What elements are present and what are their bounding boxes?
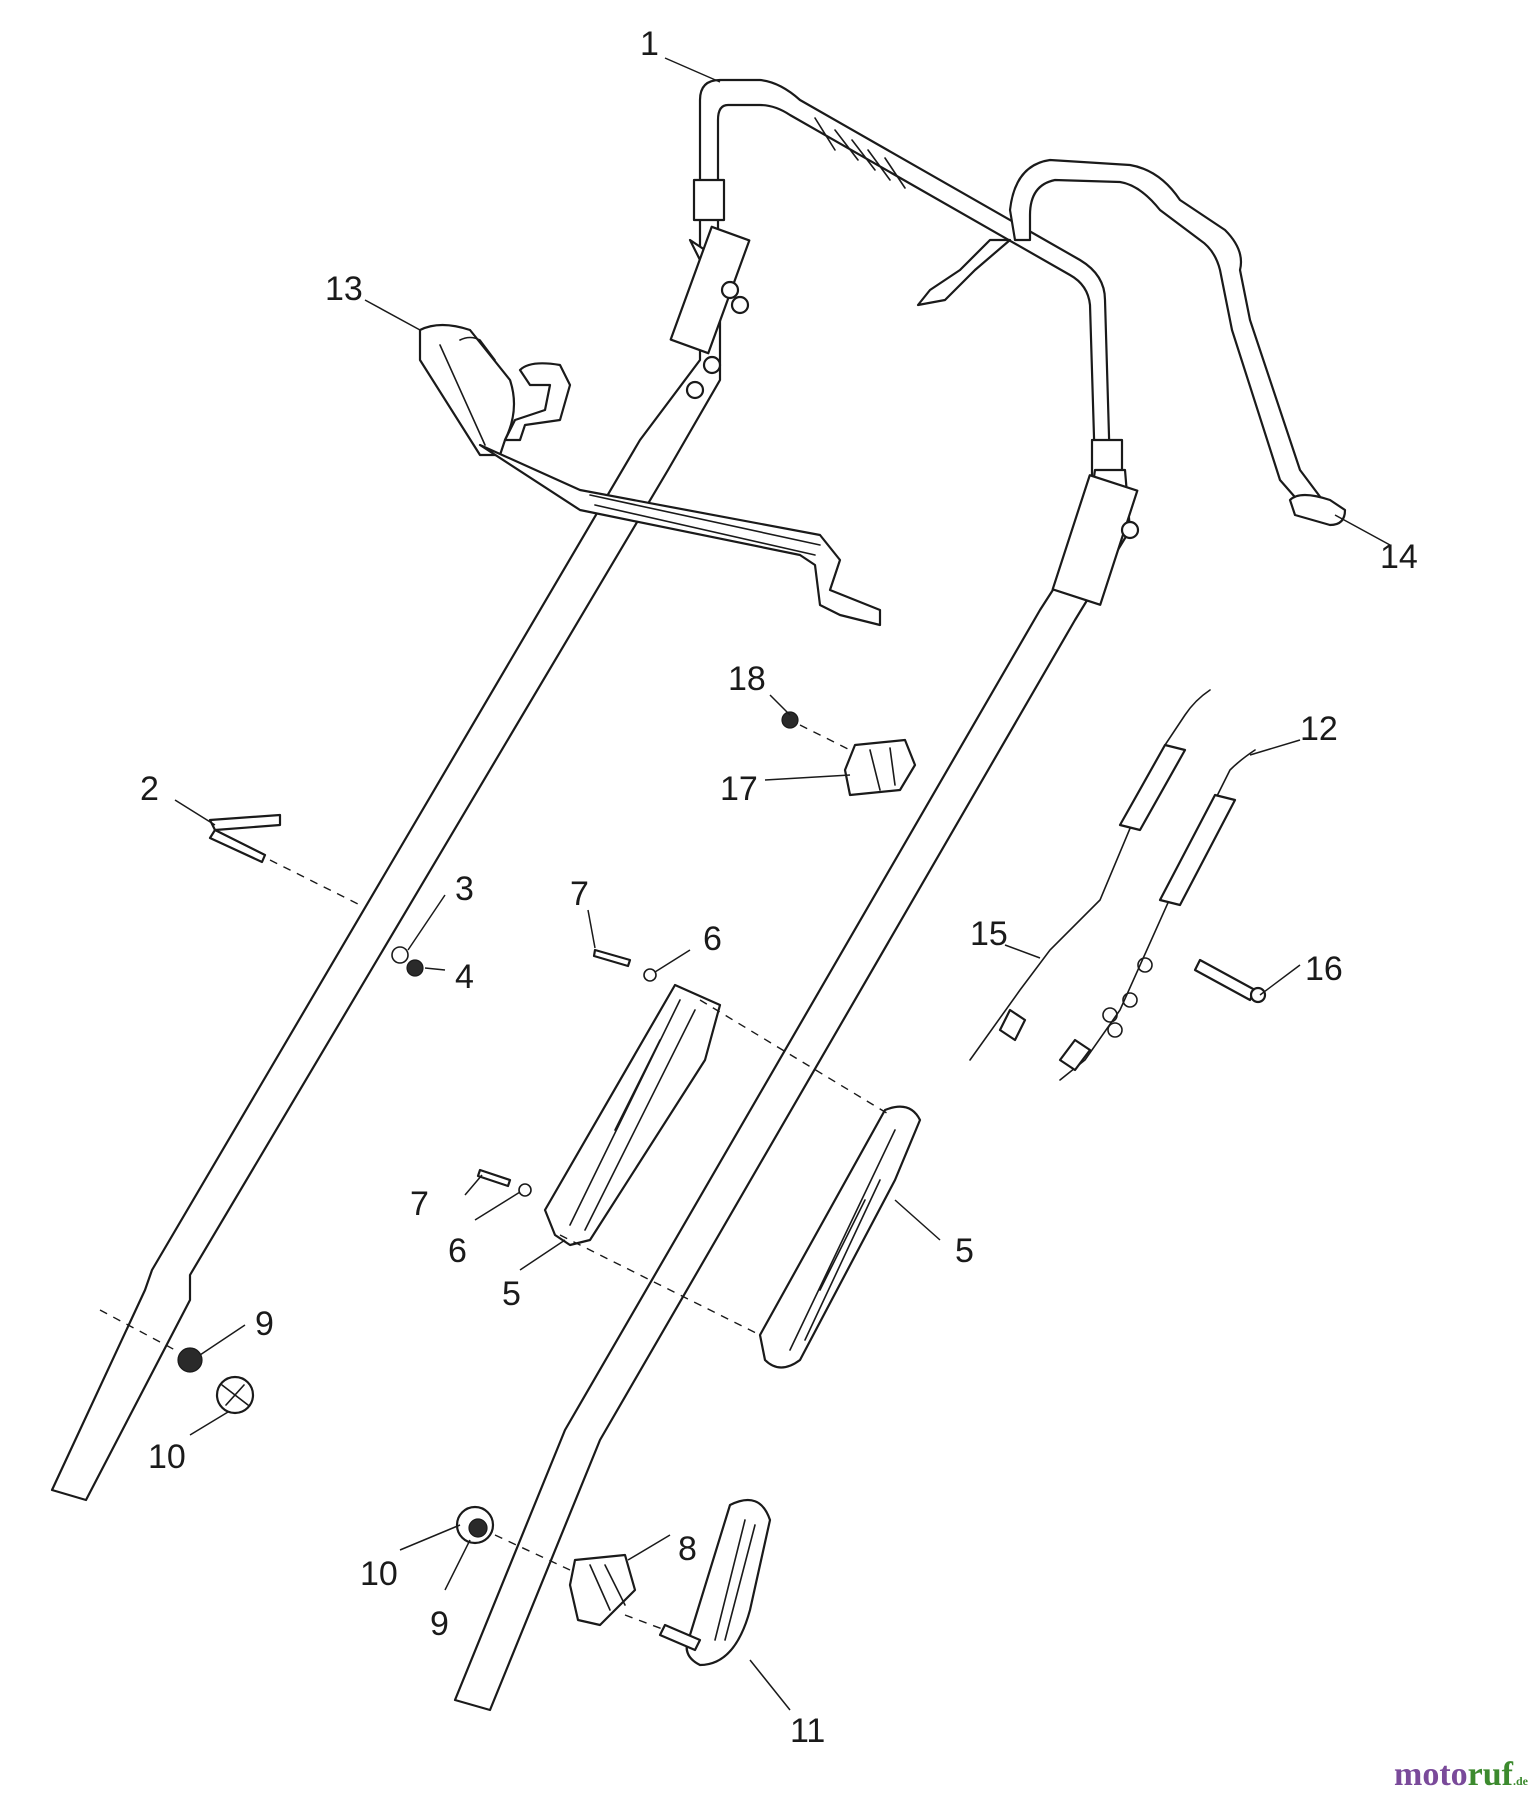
callout-11: 11 [790,1712,825,1750]
left-handle-tube [50,225,751,1502]
watermark-logo: motoruf.de [1394,1756,1528,1794]
bail-lever [916,158,1347,527]
screw-7-upper [592,948,632,968]
nut-9-left [177,1347,203,1373]
throttle-lever-assembly [418,323,882,627]
callout-15: 15 [970,915,1008,953]
upper-handle-bar [692,78,1124,482]
washer-4 [406,959,424,977]
callout-9-left: 9 [255,1305,274,1343]
callout-10-bottom: 10 [360,1555,398,1593]
logo-text-ruf: ruf [1467,1756,1513,1793]
cable-clip [843,738,917,797]
callout-7-lower: 7 [410,1185,429,1223]
knob-10-left [215,1375,255,1415]
cable-guide-left [543,983,722,1247]
callout-6-upper: 6 [703,920,722,958]
callout-8: 8 [678,1530,697,1568]
control-cables [969,689,1256,1081]
cable-anchor-8 [568,1553,637,1627]
callout-5-left: 5 [502,1275,521,1313]
lever-11 [658,1498,772,1667]
callout-5-right: 5 [955,1232,974,1270]
knob-10-bottom [455,1505,495,1545]
pin-2 [208,813,282,864]
right-handle-tube [453,468,1140,1712]
bolt-and-washers [1102,957,1267,1038]
callout-6-lower: 6 [448,1232,467,1270]
callout-16: 16 [1305,950,1343,988]
callout-3: 3 [455,870,474,908]
callout-9-bottom: 9 [430,1605,449,1643]
callout-17: 17 [720,770,758,808]
leader-lines [174,57,1391,1711]
callout-13: 13 [325,270,363,308]
cable-guide-right [758,1105,922,1369]
callout-18: 18 [728,660,766,698]
logo-text-moto: moto [1394,1756,1468,1793]
callout-2: 2 [140,770,159,808]
callout-10-left: 10 [148,1438,186,1476]
nut-18 [781,711,799,729]
washer-6-lower [518,1183,532,1197]
washer-6-upper [643,968,657,982]
callout-4: 4 [455,958,474,996]
callout-7-upper: 7 [570,875,589,913]
nut-3 [391,946,409,964]
callout-1: 1 [640,25,659,63]
callout-14: 14 [1380,538,1418,576]
screw-7-lower [476,1168,512,1188]
callout-12: 12 [1300,710,1338,748]
callout-labels: 1 13 14 18 17 12 2 3 4 15 16 7 6 7 6 5 5… [140,25,1418,1750]
logo-text-tld: .de [1513,1774,1528,1788]
